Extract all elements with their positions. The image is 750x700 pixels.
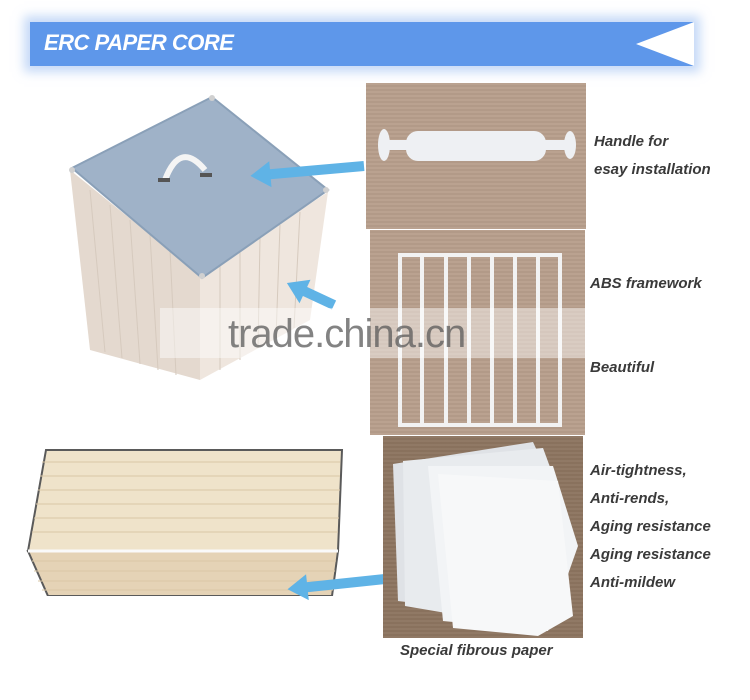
paper-label-line2: Anti-rends,	[590, 490, 670, 507]
paper-label-line1: Air-tightness,	[590, 462, 687, 479]
paper-label-line5: Anti-mildew	[590, 574, 675, 591]
banner-title: ERC PAPER CORE	[44, 30, 234, 55]
paper-photo	[383, 436, 583, 638]
framework-photo	[370, 230, 585, 435]
framework-label-line1: ABS framework	[590, 275, 702, 292]
framework-label-line2: Beautiful	[590, 359, 655, 376]
cube-core-photo	[60, 90, 340, 380]
handle-photo	[366, 83, 586, 229]
title-banner: ERC PAPER CORE	[30, 22, 694, 66]
paper-caption: Special fibrous paper	[400, 642, 553, 659]
core-block-photo	[22, 448, 344, 596]
watermark-band	[160, 308, 750, 358]
handle-label-line1: Handle for	[594, 133, 669, 150]
paper-label-line3: Aging resistance	[590, 518, 711, 535]
watermark-text: trade.china.cn	[228, 312, 466, 356]
paper-label-line4: Aging resistance	[590, 546, 711, 563]
handle-label-line2: esay installation	[594, 161, 711, 178]
banner-triangle-icon	[636, 22, 694, 66]
